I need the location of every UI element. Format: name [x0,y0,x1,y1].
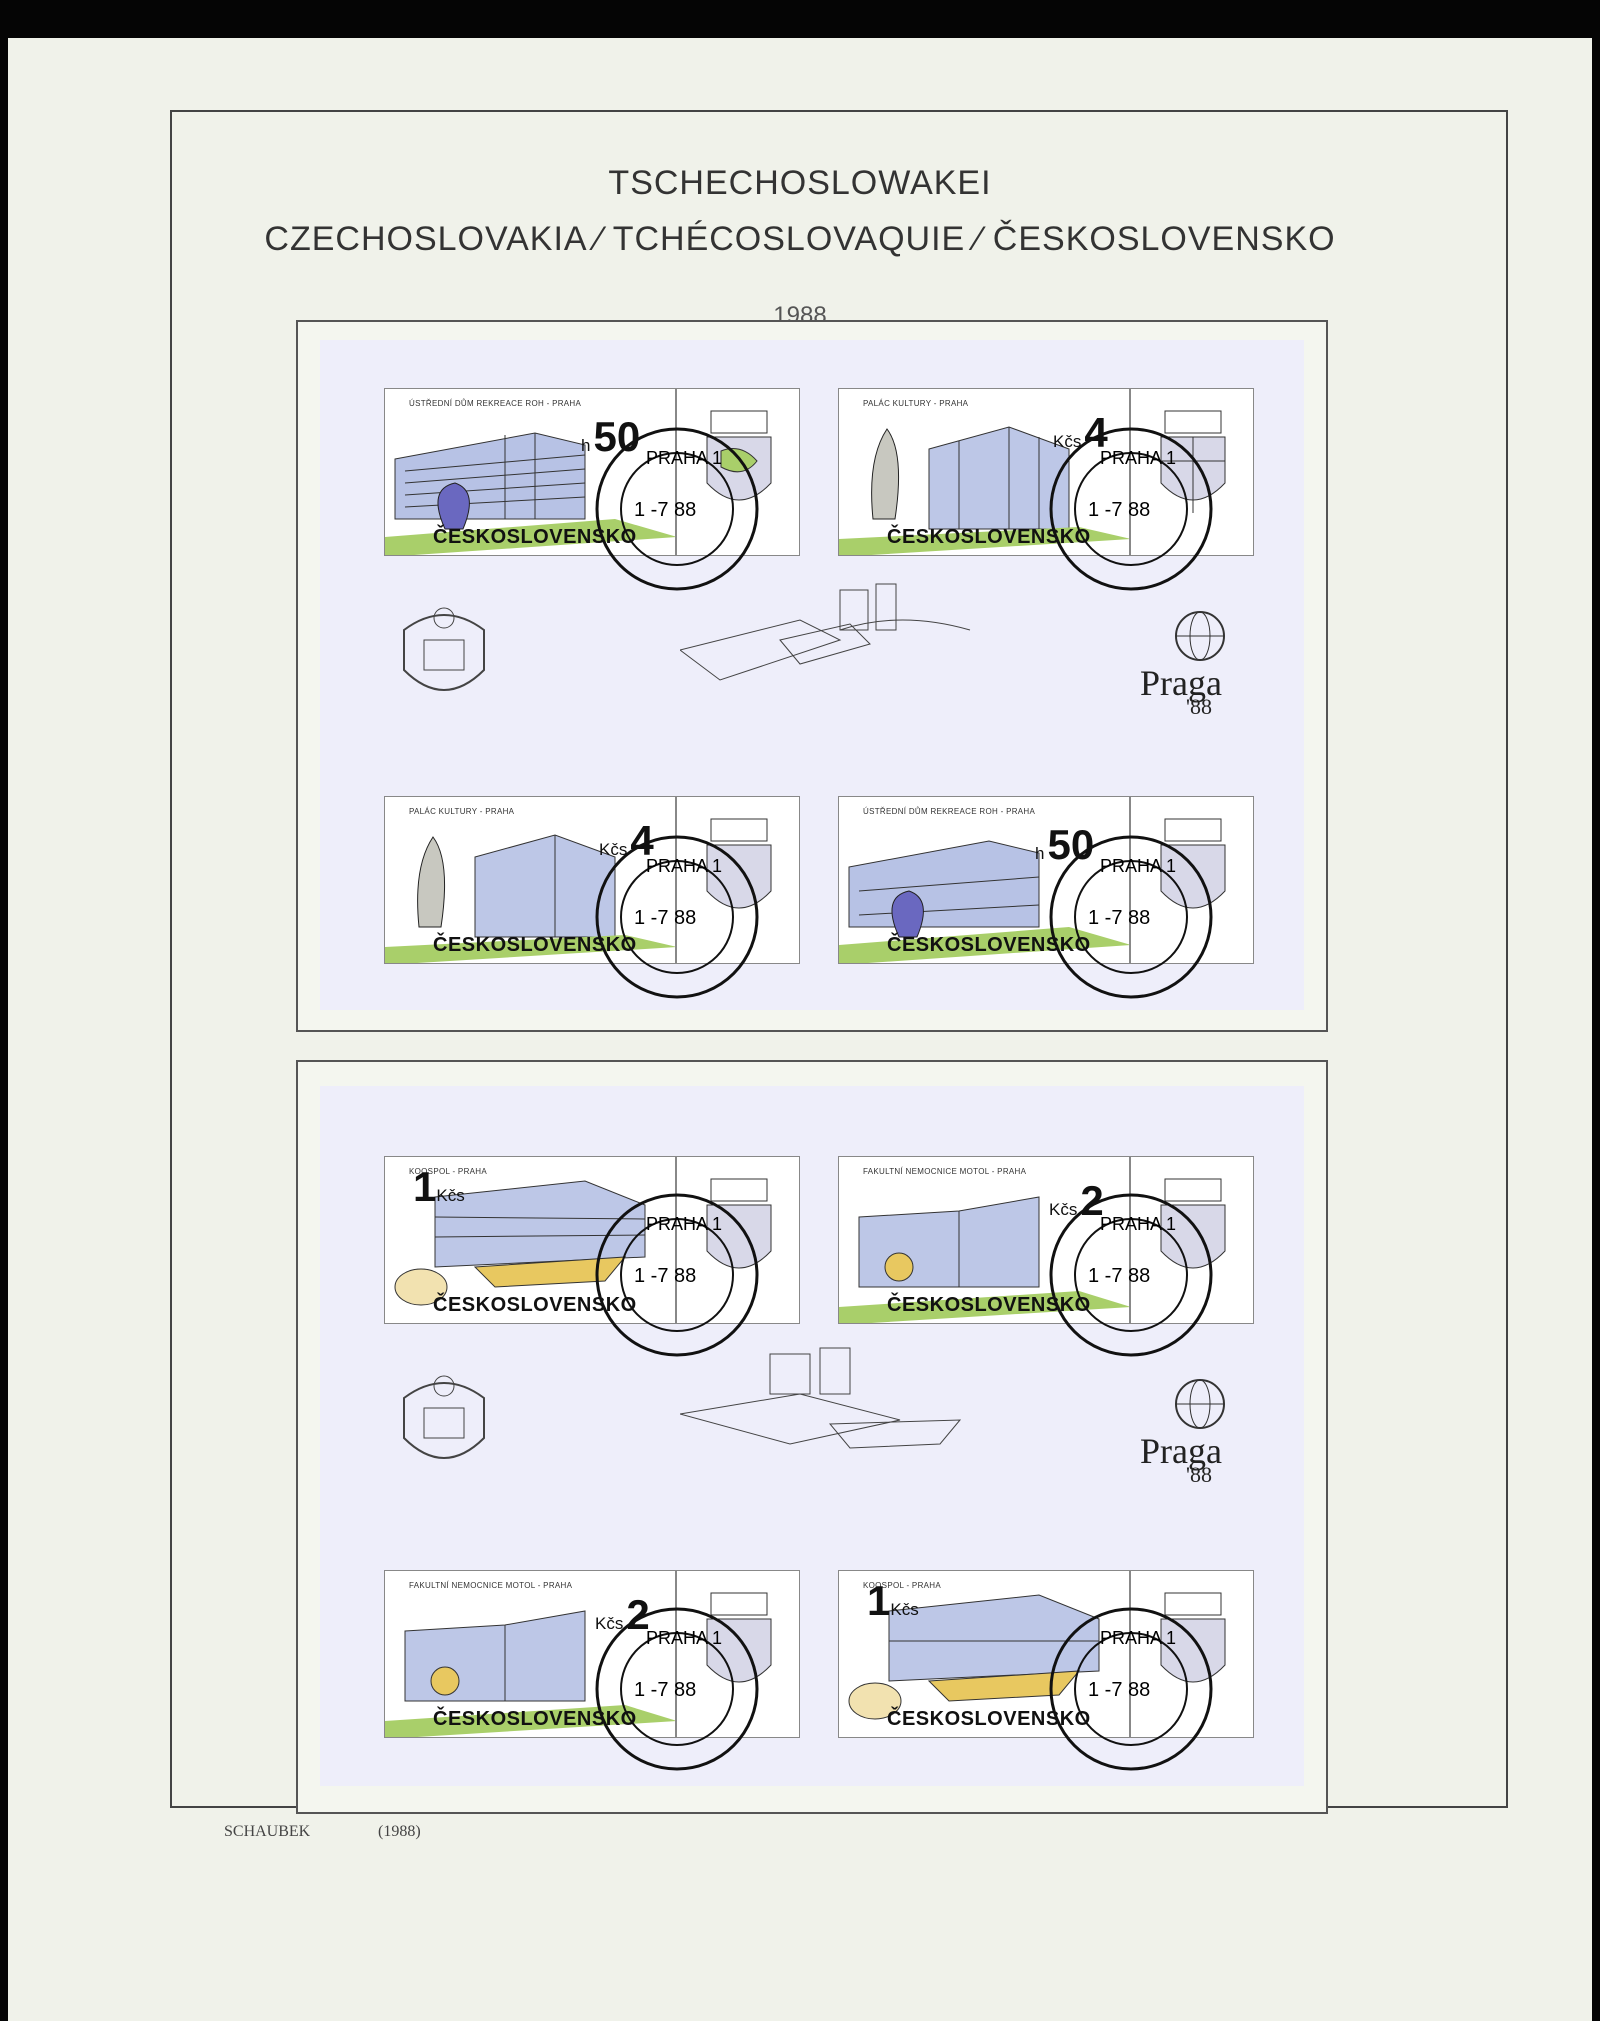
svg-text:PRAHA 1: PRAHA 1 [1100,1628,1176,1648]
postmark: PRAHA 1 1 -7 88 [1049,1193,1213,1357]
stamp-country: ČESKOSLOVENSKO [887,526,1091,548]
stamp-currency: h [1035,844,1045,863]
svg-text:PRAHA 1: PRAHA 1 [646,1628,722,1648]
stamp-value: 4 [1084,409,1108,456]
coat-of-arms-icon [1160,818,1226,909]
stamp-2kcs-motol: FAKULTNÍ NEMOCNICE MOTOL - PRAHA Kčs2 ČE… [384,1570,676,1738]
stamp-currency: Kčs [595,1614,624,1633]
footer-publisher: SCHAUBEK [224,1823,311,1840]
stamp-4kcs-palac: PALÁC KULTURY - PRAHA Kčs4 ČESKOSLOVENSK… [838,388,1130,556]
globe-icon [1175,1379,1225,1429]
stamp-country: ČESKOSLOVENSKO [887,1708,1091,1730]
postmark: PRAHA 1 1 -7 88 [595,427,759,591]
postmark: PRAHA 1 1 -7 88 [595,835,759,999]
prague-coat-of-arms-icon [403,1375,485,1459]
stamp-country: ČESKOSLOVENSKO [433,1708,637,1730]
building-illustration [848,1594,1100,1720]
svg-text:1 -7 88: 1 -7 88 [1088,499,1150,521]
praga-logo-text: Praga [1140,663,1222,703]
stamp-currency: Kčs [1049,1200,1078,1219]
coat-of-arms-icon [1160,410,1226,513]
svg-text:PRAHA 1: PRAHA 1 [646,448,722,468]
stamp-currency: Kčs [1053,432,1082,451]
stamp-50h-rekreace: ÚSTŘEDNÍ DŮM REKREACE ROH - PRAHA h50 ČE… [384,388,676,556]
coat-of-arms-tab [1130,796,1254,964]
mount-sheet-1: ÚSTŘEDNÍ DŮM REKREACE ROH - PRAHA h50 ČE… [296,320,1328,1032]
stamp-currency: Kčs [436,1186,465,1205]
stamp-value: 1 [867,1577,891,1624]
praga-logo-year: '88 [1186,694,1212,719]
praga-logo-text: Praga [1140,1431,1222,1471]
stamp-caption: KOOSPOL - PRAHA [863,1581,941,1590]
building-illustration [839,840,1129,963]
stamp-caption: PALÁC KULTURY - PRAHA [409,807,515,816]
postmark: PRAHA 1 1 -7 88 [1049,427,1213,591]
postmark: PRAHA 1 1 -7 88 [595,1193,759,1357]
souvenir-sheet-2: KOOSPOL - PRAHA 1Kčs ČESKOSLOVENSKO [320,1086,1304,1786]
page-subtitle: CZECHOSLOVAKIA ⁄ TCHÉCOSLOVAQUIE ⁄ ČESKO… [264,220,1336,258]
stamp-country: ČESKOSLOVENSKO [433,526,637,548]
city-skyline-illustration [680,1347,962,1449]
prague-coat-of-arms-icon [403,607,485,691]
stamp-caption: PALÁC KULTURY - PRAHA [863,399,969,408]
postmark: PRAHA 1 1 -7 88 [595,1607,759,1771]
stamp-country: ČESKOSLOVENSKO [433,1294,637,1316]
stamp-value: 2 [1080,1177,1104,1224]
city-skyline-illustration [680,583,971,681]
stamp-country: ČESKOSLOVENSKO [887,934,1091,956]
stamp-value: 4 [630,817,654,864]
svg-text:1 -7 88: 1 -7 88 [1088,1265,1150,1287]
building-illustration [394,1180,646,1306]
svg-text:1 -7 88: 1 -7 88 [634,907,696,929]
page-title: TSCHECHOSLOWAKEI [608,164,992,202]
postmark: PRAHA 1 1 -7 88 [1049,835,1213,999]
stamp-value: 50 [593,413,641,460]
stamp-value: 50 [1047,821,1095,868]
coat-of-arms-tab [676,388,800,556]
stamp-1kcs-koospol: KOOSPOL - PRAHA 1Kčs ČESKOSLOVENSKO [838,1570,1130,1738]
svg-text:PRAHA 1: PRAHA 1 [1100,1214,1176,1234]
praga-88-logo: Praga '88 [1140,1376,1260,1496]
svg-text:1 -7 88: 1 -7 88 [1088,1679,1150,1701]
stamp-caption: ÚSTŘEDNÍ DŮM REKREACE ROH - PRAHA [409,399,582,408]
svg-text:PRAHA 1: PRAHA 1 [646,1214,722,1234]
building-illustration [839,1196,1129,1323]
mount-sheet-2: KOOSPOL - PRAHA 1Kčs ČESKOSLOVENSKO [296,1060,1328,1814]
stamp-2kcs-motol: FAKULTNÍ NEMOCNICE MOTOL - PRAHA Kčs2 ČE… [838,1156,1130,1324]
coat-of-arms-tab [1130,388,1254,556]
svg-text:1 -7 88: 1 -7 88 [634,499,696,521]
svg-text:PRAHA 1: PRAHA 1 [1100,448,1176,468]
stamp-50h-rekreace: ÚSTŘEDNÍ DŮM REKREACE ROH - PRAHA h50 ČE… [838,796,1130,964]
praga-logo-year: '88 [1186,1462,1212,1487]
svg-text:PRAHA 1: PRAHA 1 [1100,856,1176,876]
stamp-country: ČESKOSLOVENSKO [887,1294,1091,1316]
stamp-currency: Kčs [599,840,628,859]
stamp-caption: ÚSTŘEDNÍ DŮM REKREACE ROH - PRAHA [863,807,1036,816]
postmark: PRAHA 1 1 -7 88 [1049,1607,1213,1771]
stamp-4kcs-palac: PALÁC KULTURY - PRAHA Kčs4 ČESKOSLOVENSK… [384,796,676,964]
coat-of-arms-icon [706,818,772,909]
svg-text:1 -7 88: 1 -7 88 [634,1679,696,1701]
footer-year: (1988) [378,1823,421,1840]
praga-88-logo: Praga '88 [1140,608,1260,728]
stamp-1kcs-koospol: KOOSPOL - PRAHA 1Kčs ČESKOSLOVENSKO [384,1156,676,1324]
stamp-currency: h [581,436,591,455]
stamp-country: ČESKOSLOVENSKO [433,934,637,956]
svg-text:1 -7 88: 1 -7 88 [634,1265,696,1287]
stamp-value: 1 [413,1163,437,1210]
building-illustration [385,1610,675,1737]
album-page: TSCHECHOSLOWAKEI CZECHOSLOVAKIA ⁄ TCHÉCO… [8,38,1592,2021]
stamp-caption: KOOSPOL - PRAHA [409,1167,487,1176]
globe-icon [1175,611,1225,661]
souvenir-sheet-1: ÚSTŘEDNÍ DŮM REKREACE ROH - PRAHA h50 ČE… [320,340,1304,1010]
svg-text:1 -7 88: 1 -7 88 [1088,907,1150,929]
building-illustration [385,432,675,555]
coat-of-arms-tab [676,796,800,964]
svg-text:PRAHA 1: PRAHA 1 [646,856,722,876]
stamp-currency: Kčs [890,1600,919,1619]
stamp-caption: FAKULTNÍ NEMOCNICE MOTOL - PRAHA [409,1581,573,1590]
stamp-value: 2 [626,1591,650,1638]
stamp-caption: FAKULTNÍ NEMOCNICE MOTOL - PRAHA [863,1167,1027,1176]
